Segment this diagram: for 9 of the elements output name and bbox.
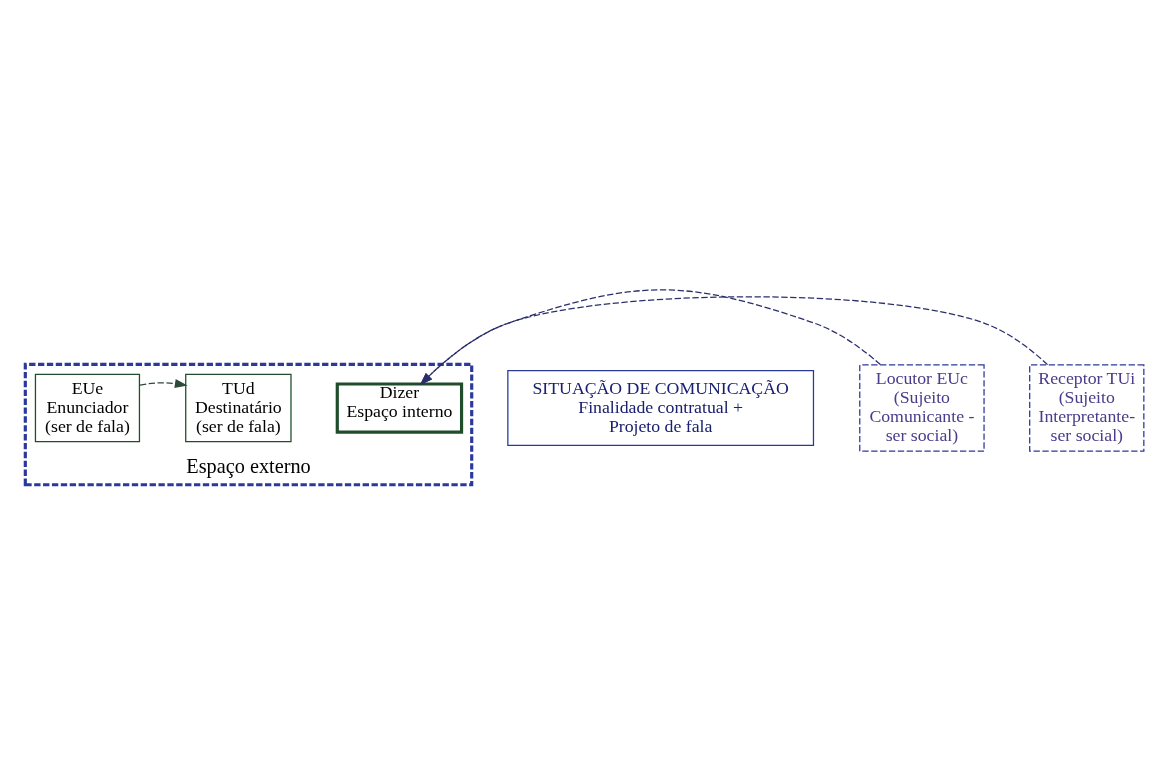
- node-box: Locutor EUc (Sujeito Comunicante - ser social): [859, 363, 985, 452]
- node-box: EUe Enunciador (ser de fala): [34, 373, 141, 442]
- node-box: TUd Destinatário (ser de fala): [185, 373, 292, 442]
- arrow: [139, 378, 188, 388]
- node-box: Receptor TUi (Sujeito Interpretante- ser social): [1029, 363, 1145, 452]
- arrow: [419, 295, 1049, 385]
- node-box: SITUAÇÃO DE COMUNICAÇÃO Finalidade contratual + Projeto de fala: [507, 369, 815, 446]
- arrow: [419, 288, 881, 385]
- node-box: Dizer Espaço interno: [335, 381, 464, 434]
